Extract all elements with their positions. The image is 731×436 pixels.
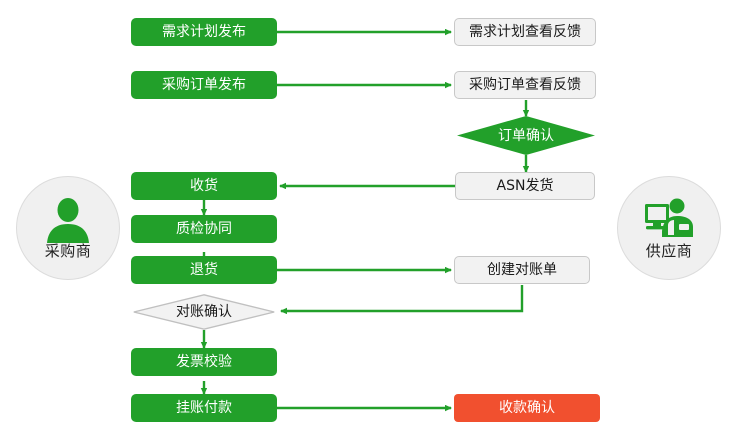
node-label: 采购订单查看反馈 <box>469 77 581 93</box>
node-label: 采购订单发布 <box>162 77 246 93</box>
node-payable-payment[interactable]: 挂账付款 <box>131 394 277 422</box>
node-invoice-verify[interactable]: 发票校验 <box>131 348 277 376</box>
node-label: ASN发货 <box>496 178 554 194</box>
node-demand-plan-publish[interactable]: 需求计划发布 <box>131 18 277 46</box>
actor-supplier: 供应商 <box>617 176 721 280</box>
actor-supplier-label: 供应商 <box>645 242 693 260</box>
node-label: 需求计划查看反馈 <box>469 24 581 40</box>
node-goods-receipt[interactable]: 收货 <box>131 172 277 200</box>
node-po-feedback[interactable]: 采购订单查看反馈 <box>454 71 596 99</box>
node-label: 需求计划发布 <box>162 24 246 40</box>
node-label: 挂账付款 <box>176 400 232 416</box>
node-asn-shipment[interactable]: ASN发货 <box>455 172 595 200</box>
diamond-shape <box>133 294 275 330</box>
node-po-publish[interactable]: 采购订单发布 <box>131 71 277 99</box>
edge-create-statement-to-statement-confirm <box>280 285 524 315</box>
node-demand-plan-feedback[interactable]: 需求计划查看反馈 <box>454 18 596 46</box>
node-label: 收货 <box>190 178 218 194</box>
node-label: 退货 <box>190 262 218 278</box>
node-label: 创建对账单 <box>487 262 557 278</box>
actor-buyer-label: 采购商 <box>44 242 92 260</box>
node-return-goods[interactable]: 退货 <box>131 256 277 284</box>
node-label: 订单确认 <box>498 127 554 144</box>
node-order-confirm[interactable]: 订单确认 <box>457 116 595 155</box>
node-create-statement[interactable]: 创建对账单 <box>454 256 590 284</box>
node-quality-collab[interactable]: 质检协同 <box>131 215 277 243</box>
actor-buyer: 采购商 <box>16 176 120 280</box>
node-label: 发票校验 <box>176 354 232 370</box>
node-statement-confirm[interactable]: 对账确认 <box>133 294 275 330</box>
node-label: 收款确认 <box>499 400 555 416</box>
person-icon <box>47 198 89 243</box>
node-receipt-confirm[interactable]: 收款确认 <box>454 394 600 422</box>
diamond-shape <box>457 116 595 155</box>
node-label: 对账确认 <box>176 304 232 320</box>
person-at-computer-icon <box>645 198 693 237</box>
node-label: 质检协同 <box>176 221 232 237</box>
